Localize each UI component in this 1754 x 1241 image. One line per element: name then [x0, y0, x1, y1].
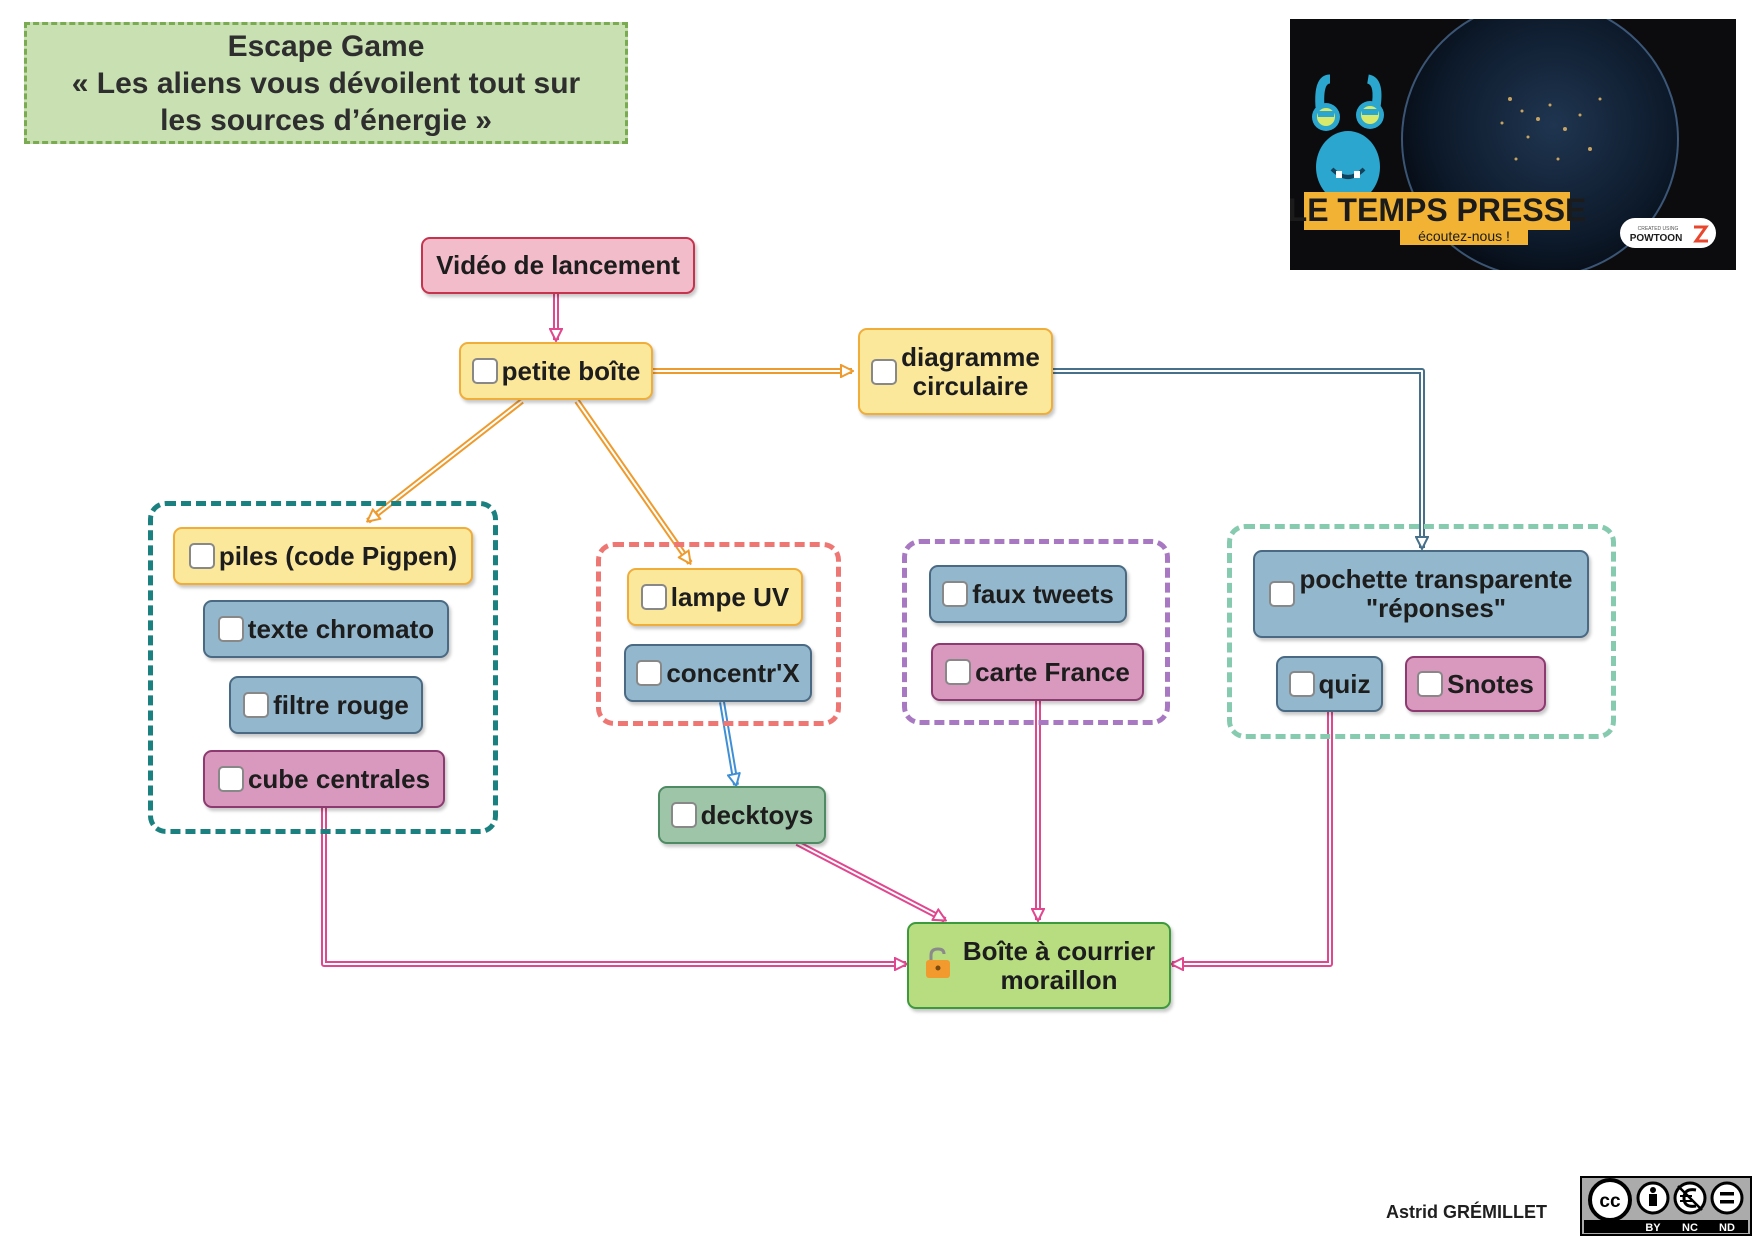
node-petite-boite[interactable]: petite boîte: [459, 342, 653, 400]
earth-alien-illustration: LE TEMPS PRESSE écoutez-nous ! CREATED U…: [1290, 19, 1736, 270]
node-quiz[interactable]: quiz: [1276, 656, 1383, 712]
link-decktoys-to-boite: [795, 840, 945, 923]
node-label: cube centrales: [247, 763, 431, 794]
node-label-line-1: Boîte à courrier: [962, 935, 1156, 966]
cc-license-badge[interactable]: cc BY NC ND: [1580, 1176, 1752, 1236]
node-label: Boîte à courrier moraillon: [962, 935, 1156, 995]
node-label: decktoys: [700, 799, 814, 830]
author-name: Astrid GRÉMILLET: [1386, 1202, 1547, 1222]
checkbox[interactable]: [942, 581, 969, 607]
node-label-line-1: pochette transparente: [1299, 564, 1573, 594]
node-label: Vidéo de lancement: [436, 250, 680, 280]
node-cube-centrales[interactable]: cube centrales: [203, 750, 445, 808]
node-label-line-1: diagramme: [901, 341, 1040, 372]
node-label: Snotes: [1447, 668, 1534, 699]
node-label: quiz: [1318, 668, 1371, 699]
node-snotes[interactable]: Snotes: [1405, 656, 1546, 712]
group-purple: [902, 539, 1170, 725]
title-line-1: Escape Game: [227, 29, 425, 63]
node-concentrx[interactable]: concentr'X: [624, 644, 812, 702]
link-petite-boite-to-lampe-uv: [574, 399, 693, 563]
thumbnail-subline: écoutez-nous !: [1418, 228, 1510, 244]
checkbox[interactable]: [217, 766, 244, 792]
node-carte-france[interactable]: carte France: [931, 643, 1144, 701]
title-box: Escape Game « Les aliens vous dévoilent …: [24, 22, 628, 144]
node-decktoys[interactable]: decktoys: [658, 786, 826, 844]
link-quiz-to-boite: [1172, 712, 1333, 964]
padlock-icon: [923, 946, 953, 986]
node-label-line-2: circulaire: [912, 370, 1029, 401]
checkbox[interactable]: [636, 660, 663, 686]
checkbox[interactable]: [1417, 671, 1444, 697]
node-filtre-rouge[interactable]: filtre rouge: [229, 676, 423, 734]
group-teal: [148, 501, 498, 834]
node-texte-chromato[interactable]: texte chromato: [203, 600, 449, 658]
group-mint: [1227, 524, 1616, 739]
node-label: petite boîte: [501, 355, 641, 386]
alien-icon: [1312, 74, 1384, 203]
node-piles-code-pigpen[interactable]: piles (code Pigpen): [173, 527, 473, 585]
node-label-line-2: "réponses": [1365, 593, 1507, 623]
node-faux-tweets[interactable]: faux tweets: [929, 565, 1127, 623]
node-label: concentr'X: [666, 657, 800, 688]
license-by-label: BY: [1645, 1222, 1661, 1234]
attribution-icon: [1636, 1181, 1670, 1215]
node-video-lancement[interactable]: Vidéo de lancement: [421, 237, 695, 294]
node-label: diagramme circulaire: [901, 341, 1040, 401]
node-label: carte France: [975, 656, 1130, 687]
node-label: piles (code Pigpen): [218, 540, 458, 571]
checkbox[interactable]: [471, 358, 498, 384]
checkbox[interactable]: [243, 692, 270, 718]
checkbox[interactable]: [945, 659, 972, 685]
link-group-teal-to-boite: [321, 806, 906, 964]
node-boite-courrier-moraillon[interactable]: Boîte à courrier moraillon: [907, 922, 1171, 1009]
checkbox[interactable]: [1288, 671, 1315, 697]
video-thumbnail[interactable]: LE TEMPS PRESSE écoutez-nous ! CREATED U…: [1290, 19, 1736, 270]
checkbox[interactable]: [217, 616, 244, 642]
node-label: texte chromato: [247, 613, 435, 644]
node-label: pochette transparente "réponses": [1299, 565, 1572, 623]
node-label: filtre rouge: [273, 689, 409, 720]
node-label: lampe UV: [670, 581, 790, 612]
title-line-3: les sources d’énergie »: [160, 103, 492, 137]
link-diagramme-to-pochette: [1053, 368, 1422, 548]
group-red: [596, 542, 841, 726]
cc-icon: cc: [1588, 1178, 1632, 1222]
node-diagramme-circulaire[interactable]: diagramme circulaire: [858, 328, 1053, 415]
node-lampe-uv[interactable]: lampe UV: [627, 568, 803, 626]
thumbnail-headline: LE TEMPS PRESSE: [1290, 192, 1586, 228]
checkbox[interactable]: [188, 543, 215, 569]
checkbox[interactable]: [871, 358, 898, 385]
license-nd-label: ND: [1719, 1222, 1735, 1234]
checkbox[interactable]: [1269, 581, 1296, 607]
node-pochette-transparente[interactable]: pochette transparente "réponses": [1253, 550, 1589, 638]
powtoon-badge-small: CREATED USING: [1638, 226, 1679, 232]
node-label: faux tweets: [972, 578, 1114, 609]
license-nc-label: NC: [1682, 1222, 1698, 1234]
noderivatives-icon: [1710, 1181, 1744, 1215]
title-line-2: « Les aliens vous dévoilent tout sur: [71, 66, 581, 100]
node-label-line-2: moraillon: [1000, 964, 1118, 995]
checkbox[interactable]: [670, 802, 697, 828]
checkbox[interactable]: [640, 584, 667, 610]
cc-label: cc: [1599, 1191, 1621, 1212]
link-concentrx-to-decktoys: [719, 701, 736, 785]
noncommercial-icon: [1673, 1181, 1707, 1215]
powtoon-badge-brand: POWTOON: [1630, 233, 1683, 244]
